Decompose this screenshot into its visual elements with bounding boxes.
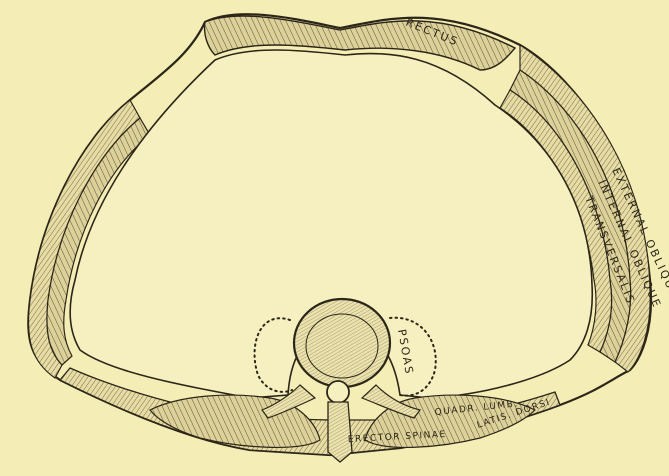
vertebral-body xyxy=(294,299,390,387)
spinous-process xyxy=(328,402,352,462)
spinal-canal xyxy=(327,381,349,403)
